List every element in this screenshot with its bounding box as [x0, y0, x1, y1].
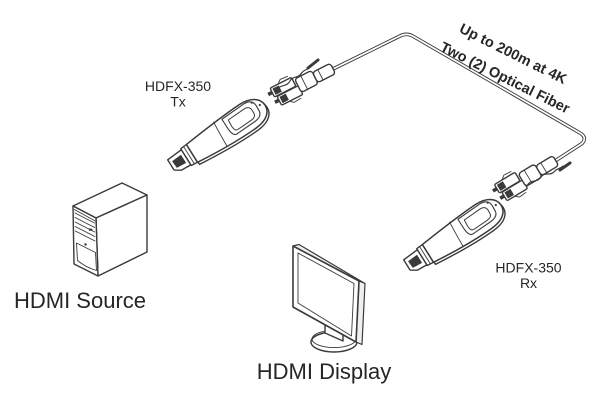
- rx-label-model: HDFX-350: [495, 260, 561, 276]
- tx-connector-pull-tab: [276, 58, 320, 92]
- optical-fiber-cable: [330, 32, 587, 163]
- hdmi-source-label: HDMI Source: [14, 288, 146, 313]
- hdmi-display-label: HDMI Display: [257, 359, 391, 384]
- rx-connector-pull-tab: [526, 161, 572, 187]
- rx-device-illustration: [398, 192, 512, 281]
- rx-label-role: Rx: [520, 275, 537, 291]
- tx-label-role: Tx: [170, 94, 186, 110]
- rx-fiber-connector: [488, 147, 563, 208]
- computer-tower-illustration: [72, 182, 148, 277]
- lcd-monitor-illustration: [292, 243, 366, 353]
- tx-fiber-connector: [263, 55, 340, 112]
- tx-label-model: HDFX-350: [145, 78, 211, 94]
